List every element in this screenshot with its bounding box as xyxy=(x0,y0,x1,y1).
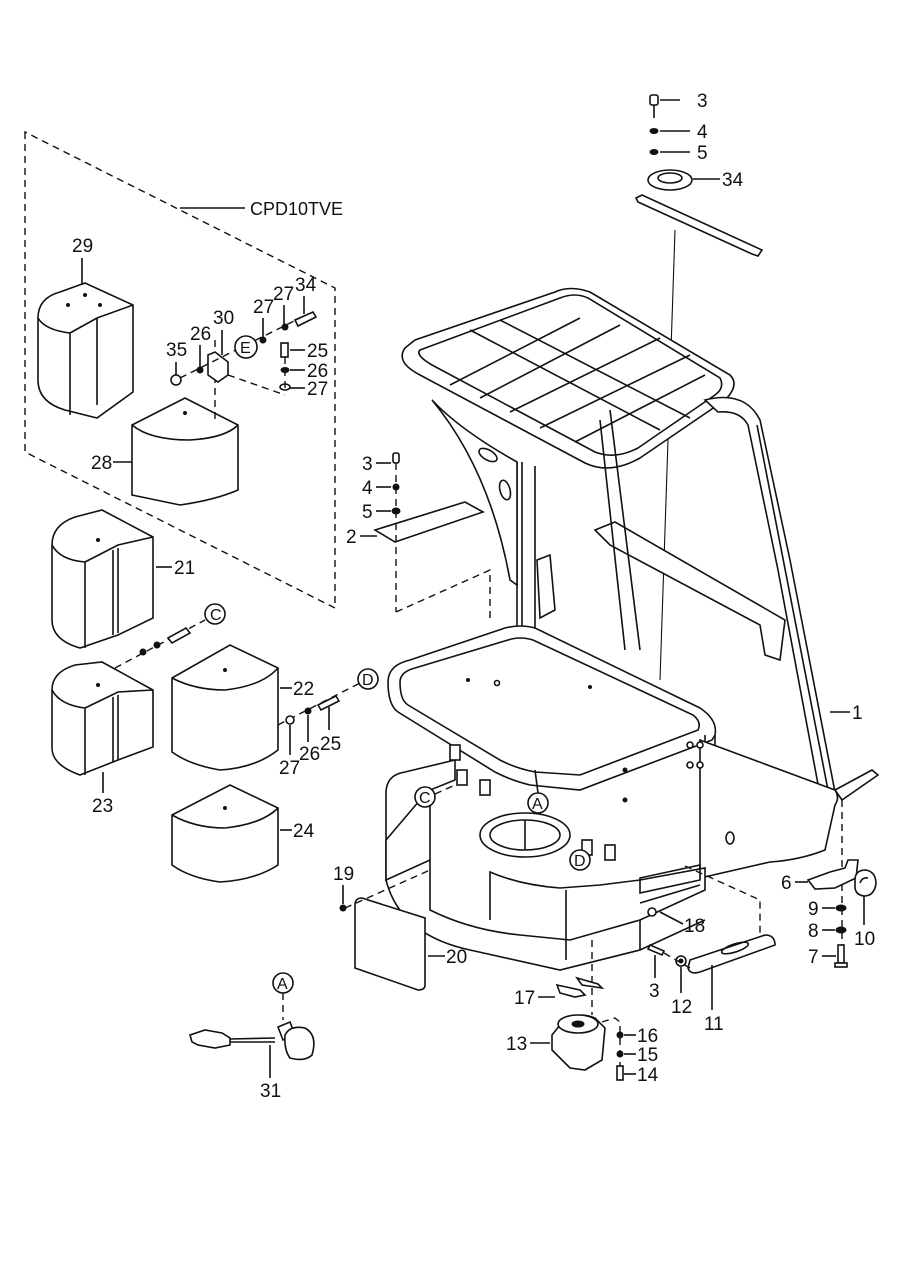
callout-11: 11 xyxy=(704,1014,724,1035)
callout-28: 28 xyxy=(91,453,112,474)
callout-10: 10 xyxy=(854,929,875,950)
callout-20: 20 xyxy=(446,947,467,968)
ref-marker-e: E xyxy=(240,340,251,357)
callout-8: 8 xyxy=(808,921,819,942)
callout-4-left: 4 xyxy=(362,478,373,499)
callout-27-bracket: 26 xyxy=(190,324,211,345)
callout-26-cw22: 26 xyxy=(299,744,320,765)
bracket-assembly-e: E 35 26 30 27 27 34 25 26 27 xyxy=(166,275,328,400)
callout-5-left: 5 xyxy=(362,502,373,523)
ref-marker-d-left: D xyxy=(362,672,374,689)
callout-18: 18 xyxy=(684,916,705,937)
callout-16: 16 xyxy=(637,1026,658,1047)
callout-31: 31 xyxy=(260,1081,281,1102)
callout-3-base: 3 xyxy=(649,981,660,1002)
overhead-guard-frame: 1 xyxy=(387,287,880,960)
cpd10tve-option-boundary: CPD10TVE xyxy=(24,130,343,610)
callout-15: 15 xyxy=(637,1045,658,1066)
callout-26-mid: 26 xyxy=(307,361,328,382)
callout-27-cw22: 27 xyxy=(279,758,300,779)
counterweight-21: 21 xyxy=(51,509,195,649)
ref-marker-c-left: C xyxy=(210,607,222,624)
counterweight-29: 29 xyxy=(37,236,134,419)
plate-11-assembly: 11 12 3 xyxy=(646,934,776,1035)
callout-25-cw22: 25 xyxy=(320,734,341,755)
bracket-6-assembly: 6 10 9 8 7 xyxy=(781,859,877,968)
callout-29: 29 xyxy=(72,236,93,257)
callout-3-top: 3 xyxy=(697,91,708,112)
callout-13: 13 xyxy=(506,1034,527,1055)
callout-2: 2 xyxy=(346,527,357,548)
top-light-assembly: 3 4 5 34 xyxy=(634,91,764,681)
switch-31: A 31 xyxy=(189,972,315,1102)
callout-30: 30 xyxy=(213,308,234,329)
counterweight-23: 23 xyxy=(51,661,154,817)
callout-21: 21 xyxy=(174,558,195,579)
callout-4-top: 4 xyxy=(697,122,708,143)
bracket-assembly-2: 3 4 5 2 xyxy=(346,452,491,618)
ref-marker-a-base: A xyxy=(532,796,543,813)
fastener-set-c: C xyxy=(114,603,226,669)
access-panel-20: 19 20 xyxy=(333,864,467,991)
counterweight-24: 24 xyxy=(171,784,315,883)
callout-1: 1 xyxy=(852,703,863,724)
callout-27-upper: 27 xyxy=(253,297,274,318)
callout-35: 35 xyxy=(166,340,187,361)
callout-34-bolt: 34 xyxy=(295,275,317,296)
ref-marker-c-base: C xyxy=(419,790,431,807)
counterweight-22: 22 D 27 26 25 xyxy=(171,644,379,779)
callout-34-top: 34 xyxy=(722,170,744,191)
callout-7: 7 xyxy=(808,947,819,968)
callout-3-left: 3 xyxy=(362,454,373,475)
variant-label: CPD10TVE xyxy=(250,199,343,219)
caster-13-assembly: 17 13 16 15 14 xyxy=(506,940,659,1086)
callout-26-upper: 27 xyxy=(273,284,294,305)
callout-6: 6 xyxy=(781,873,792,894)
callout-17: 17 xyxy=(514,988,535,1009)
ref-marker-a-switch: A xyxy=(277,976,288,993)
callout-22: 22 xyxy=(293,679,314,700)
callout-19: 19 xyxy=(333,864,354,885)
ref-marker-d-base: D xyxy=(574,853,586,870)
callout-12: 12 xyxy=(671,997,692,1018)
callout-14: 14 xyxy=(637,1065,659,1086)
callout-23: 23 xyxy=(92,796,113,817)
callout-25-upper: 25 xyxy=(307,341,328,362)
callout-9: 9 xyxy=(808,899,819,920)
callout-27-lower: 27 xyxy=(307,379,328,400)
callout-5-top: 5 xyxy=(697,143,708,164)
callout-24: 24 xyxy=(293,821,315,842)
